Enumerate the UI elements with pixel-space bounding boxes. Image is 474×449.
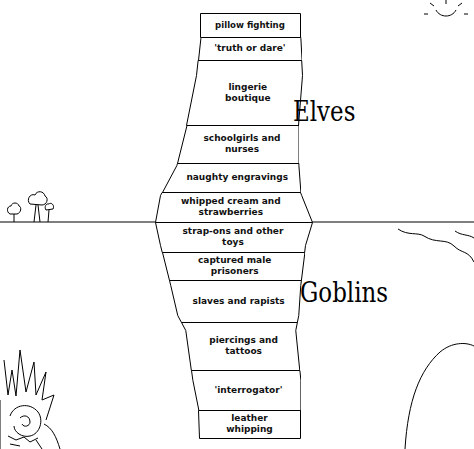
iceberg-band: slaves and rapists xyxy=(169,280,301,322)
band-text: captured male prisoners xyxy=(180,255,290,277)
iceberg-band: captured male prisoners xyxy=(162,252,304,280)
band-shape xyxy=(162,164,300,193)
band-shape xyxy=(191,371,300,411)
shore xyxy=(455,231,474,238)
iceberg-band: 'truth or dare' xyxy=(198,37,302,60)
iceberg-band: leather whipping xyxy=(198,410,300,438)
band-shape xyxy=(156,223,313,253)
band-shape xyxy=(156,193,313,223)
band-shape xyxy=(162,253,304,281)
band-shape xyxy=(199,411,301,439)
iceberg-band: strap-ons and other toys xyxy=(155,222,312,252)
band-shape xyxy=(201,14,301,38)
iceberg-band: naughty engravings xyxy=(162,163,300,192)
band-text: whipped cream and strawberries xyxy=(176,196,286,218)
side-label: Goblins xyxy=(300,277,388,308)
band-text: naughty engravings xyxy=(182,172,292,183)
iceberg-band: schoolgirls and nurses xyxy=(177,125,299,163)
band-text: 'truth or dare' xyxy=(210,43,290,54)
band-text: 'interrogator' xyxy=(208,385,288,396)
band-shape xyxy=(198,38,302,61)
band-shape xyxy=(177,126,299,164)
iceberg-band: lingerie boutique xyxy=(186,60,302,125)
iceberg-band: whipped cream and strawberries xyxy=(155,192,312,222)
iceberg-band: 'interrogator' xyxy=(191,370,300,410)
side-label: Elves xyxy=(293,96,355,127)
band-text: lingerie boutique xyxy=(208,82,288,104)
band-shape xyxy=(187,61,303,126)
band-text: strap-ons and other toys xyxy=(178,226,288,248)
iceberg-band: piercings and tattoos xyxy=(181,322,299,370)
sun xyxy=(424,0,468,16)
band-shape xyxy=(181,323,299,371)
rock xyxy=(405,344,474,449)
iceberg-band: pillow fighting xyxy=(200,13,300,37)
band-text: schoolgirls and nurses xyxy=(197,133,287,155)
band-text: leather whipping xyxy=(210,413,290,435)
band-text: slaves and rapists xyxy=(185,296,293,307)
shore xyxy=(398,229,474,262)
band-shape xyxy=(169,281,301,323)
creature xyxy=(0,350,60,449)
band-text: pillow fighting xyxy=(215,20,285,30)
trees xyxy=(7,192,53,222)
band-text: piercings and tattoos xyxy=(199,335,289,357)
